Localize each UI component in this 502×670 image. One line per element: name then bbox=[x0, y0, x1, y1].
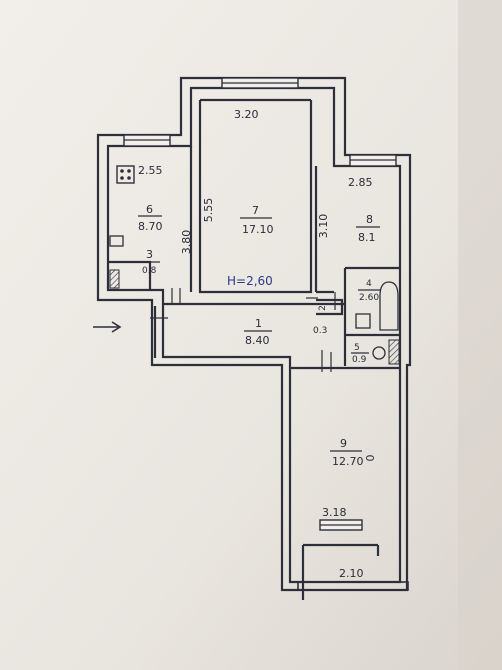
room-3-label: 3 0.8 bbox=[138, 248, 160, 276]
washbasin-icon bbox=[355, 313, 371, 329]
interior-walls bbox=[108, 98, 400, 370]
svg-text:12.70: 12.70 bbox=[332, 455, 364, 468]
riser-shaft-icon bbox=[388, 339, 400, 365]
room-1-label: 1 8.40 bbox=[244, 317, 272, 347]
svg-text:0.9: 0.9 bbox=[352, 355, 367, 365]
windows bbox=[123, 77, 397, 531]
window-room6 bbox=[123, 134, 171, 147]
balcony bbox=[297, 543, 409, 600]
dim-room9-width: 3.18 bbox=[322, 506, 347, 519]
dimension-labels: 3.20 5.55 2.55 3.80 2.85 3.10 3.18 2.10 bbox=[138, 108, 373, 580]
room-labels: 6 8.70 7 17.10 8 8.1 3 0.8 1 8.40 2 0.3 bbox=[138, 203, 380, 468]
svg-text:0.3: 0.3 bbox=[313, 326, 327, 336]
dim-room7-width: 3.20 bbox=[234, 108, 259, 121]
sink-icon bbox=[109, 235, 124, 247]
dim-room8-width: 2.85 bbox=[348, 176, 373, 189]
svg-text:1: 1 bbox=[255, 317, 262, 330]
svg-text:3: 3 bbox=[146, 248, 153, 261]
door-marks bbox=[150, 288, 336, 372]
dim-room6-depth: 3.80 bbox=[180, 230, 193, 255]
window-room9 bbox=[319, 519, 363, 531]
room-2-label: 2 0.3 bbox=[313, 305, 328, 336]
vent-shaft-icon bbox=[109, 269, 120, 289]
toilet-icon bbox=[372, 346, 386, 360]
svg-text:0.8: 0.8 bbox=[142, 266, 157, 276]
svg-text:2.60: 2.60 bbox=[359, 293, 379, 303]
room-5-label: 5 0.9 bbox=[351, 343, 369, 365]
ceiling-height-label: H=2,60 bbox=[227, 274, 273, 288]
svg-text:2: 2 bbox=[318, 305, 328, 311]
kitchen-fixtures bbox=[109, 165, 135, 289]
window-room8 bbox=[349, 154, 397, 167]
dim-room7-depth: 5.55 bbox=[202, 198, 215, 223]
bathtub-icon bbox=[379, 281, 399, 331]
dim-room8-depth: 3.10 bbox=[317, 214, 330, 239]
svg-text:6: 6 bbox=[146, 203, 153, 216]
dim-balcony-width: 2.10 bbox=[339, 567, 364, 580]
svg-text:5: 5 bbox=[354, 343, 360, 353]
svg-text:17.10: 17.10 bbox=[242, 223, 274, 236]
svg-text:7: 7 bbox=[252, 204, 259, 217]
svg-text:8.40: 8.40 bbox=[245, 334, 270, 347]
svg-text:8.1: 8.1 bbox=[358, 231, 376, 244]
window-top bbox=[221, 77, 299, 89]
svg-text:4: 4 bbox=[366, 279, 372, 289]
dim-room6-width: 2.55 bbox=[138, 164, 163, 177]
paper-shadow-edge bbox=[458, 0, 502, 670]
room-4-label: 4 2.60 bbox=[358, 279, 380, 303]
room-7-label: 7 17.10 bbox=[240, 204, 274, 236]
svg-text:9: 9 bbox=[340, 437, 347, 450]
svg-text:8.70: 8.70 bbox=[138, 220, 163, 233]
room-6-label: 6 8.70 bbox=[138, 203, 163, 233]
bathroom-fixtures bbox=[355, 281, 400, 365]
entrance-arrow bbox=[93, 321, 122, 333]
svg-text:8: 8 bbox=[366, 213, 373, 226]
stove-icon bbox=[116, 165, 135, 184]
room9-side-mark: 0 bbox=[364, 455, 377, 462]
room-9-label: 9 12.70 bbox=[330, 437, 364, 468]
room-8-label: 8 8.1 bbox=[356, 213, 380, 244]
